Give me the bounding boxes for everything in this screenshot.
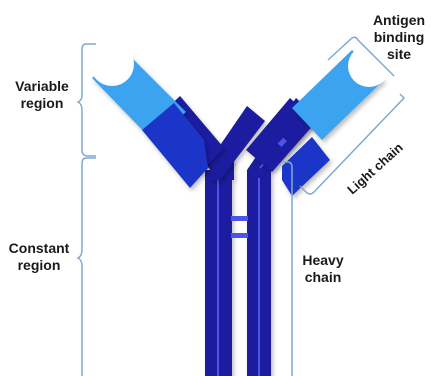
antigen-binding-site-label-line1: Antigen: [370, 12, 428, 29]
heavy-chain-label-line1: Heavy: [298, 252, 348, 269]
antigen-binding-site-label: Antigen binding site: [370, 12, 428, 63]
constant-region-label-line1: Constant: [6, 240, 72, 257]
variable-region-label-line2: region: [10, 95, 74, 112]
disulfide-bond-upper: [231, 216, 248, 221]
variable-region-label-line1: Variable: [10, 78, 74, 95]
antigen-binding-site-left: [90, 42, 134, 86]
variable-region-label: Variable region: [10, 78, 74, 112]
heavy-chain-label: Heavy chain: [298, 252, 348, 286]
heavy-chain-bracket: [282, 162, 292, 376]
constant-region-bracket: [78, 158, 96, 376]
constant-region-label-line2: region: [6, 257, 72, 274]
constant-region-label: Constant region: [6, 240, 72, 274]
disulfide-bond-lower: [231, 233, 248, 238]
antigen-binding-site-label-line2: binding: [370, 29, 428, 46]
antigen-binding-site-label-line3: site: [370, 46, 428, 63]
heavy-chain-label-line2: chain: [298, 269, 348, 286]
